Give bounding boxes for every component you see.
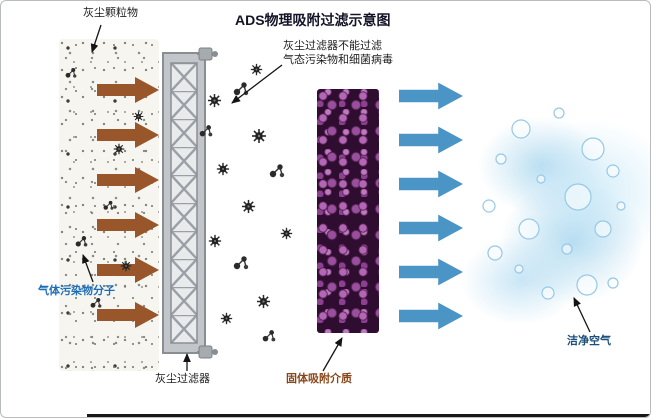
dust-arrow-icon xyxy=(97,212,159,238)
filter-bracket-top-icon xyxy=(197,47,218,61)
dust-filter-mesh xyxy=(162,52,206,354)
label-adsorption-medium: 固体吸附介质 xyxy=(286,373,352,385)
gas-molecule-icon xyxy=(262,329,276,343)
pollutant-particle-icon xyxy=(251,128,267,144)
air-bubble-icon xyxy=(511,119,531,139)
leader-adsorption-medium xyxy=(322,337,343,372)
gas-molecule-icon xyxy=(90,297,102,309)
clean-arrow-icon xyxy=(399,82,463,110)
air-bubble-icon xyxy=(514,264,524,274)
pollutant-particle-icon xyxy=(133,111,144,122)
clean-arrow-icon xyxy=(399,214,463,242)
label-dust-particles: 灰尘颗粒物 xyxy=(83,7,138,19)
bottom-border-line xyxy=(87,414,650,417)
dust-arrow-icon xyxy=(97,77,159,103)
air-bubble-icon xyxy=(564,183,592,211)
air-bubble-icon xyxy=(606,164,620,178)
label-dust-filter: 灰尘过滤器 xyxy=(155,373,210,385)
clean-arrow-icon xyxy=(399,170,463,198)
pollutant-particle-icon xyxy=(241,199,256,214)
dust-arrow-icon xyxy=(97,167,159,193)
solid-adsorption-band xyxy=(317,89,379,333)
air-bubble-icon xyxy=(536,174,546,184)
air-bubble-icon xyxy=(607,277,619,289)
clean-arrow-icon xyxy=(399,126,463,154)
pollutant-particle-icon xyxy=(256,294,271,309)
gas-molecule-icon xyxy=(75,235,88,248)
gas-molecule-icon xyxy=(269,163,285,178)
air-bubble-icon xyxy=(495,153,507,165)
pollutant-particle-icon xyxy=(280,227,293,240)
pollutant-particle-icon xyxy=(216,162,230,176)
gas-molecule-icon xyxy=(65,67,77,79)
gas-molecule-icon xyxy=(233,255,249,270)
air-bubble-icon xyxy=(594,220,612,238)
gas-molecule-icon xyxy=(233,81,249,96)
gas-molecule-icon xyxy=(103,200,114,211)
air-bubble-icon xyxy=(616,201,626,211)
label-clean-air: 洁净空气 xyxy=(567,335,611,347)
label-filter-note-line1: 灰尘过滤器不能过滤 xyxy=(283,40,382,52)
dust-arrow-icon xyxy=(97,257,159,283)
pollutant-particle-icon xyxy=(207,93,222,108)
clean-airflow-arrows xyxy=(399,82,463,330)
clean-arrow-icon xyxy=(399,302,463,330)
leader-clean-air xyxy=(573,297,591,333)
leader-arrows xyxy=(82,24,591,372)
leader-filter-note xyxy=(231,64,283,104)
label-gas-molecules: 气体污染物分子 xyxy=(38,285,115,297)
air-bubble-icon xyxy=(541,286,555,300)
dust-arrow-icon xyxy=(97,302,159,328)
air-bubbles xyxy=(482,107,626,300)
label-filter-note-line2: 气态污染物和细菌病毒 xyxy=(283,54,393,66)
filter-bracket-bottom-icon xyxy=(197,345,218,359)
clean-air-cloud xyxy=(449,89,650,344)
pollutant-particle-icon xyxy=(113,143,125,155)
leader-gas-molecules xyxy=(82,254,94,283)
pollutant-particle-icon xyxy=(220,312,233,325)
diagram-title: ADS物理吸附过滤示意图 xyxy=(235,12,391,28)
leader-dust-particles xyxy=(90,24,102,53)
air-bubble-icon xyxy=(576,274,598,296)
air-bubble-icon xyxy=(482,199,496,213)
clean-arrow-icon xyxy=(399,258,463,286)
air-bubble-icon xyxy=(561,243,573,255)
air-bubble-icon xyxy=(581,137,605,161)
air-bubble-icon xyxy=(487,245,503,261)
dust-arrow-icon xyxy=(97,122,159,148)
pollutant-particle-icon xyxy=(250,63,263,76)
air-bubble-icon xyxy=(518,218,540,240)
air-bubble-icon xyxy=(553,107,565,119)
pollutant-particle-icon xyxy=(208,234,222,248)
pollutant-particle-icon xyxy=(120,260,132,272)
